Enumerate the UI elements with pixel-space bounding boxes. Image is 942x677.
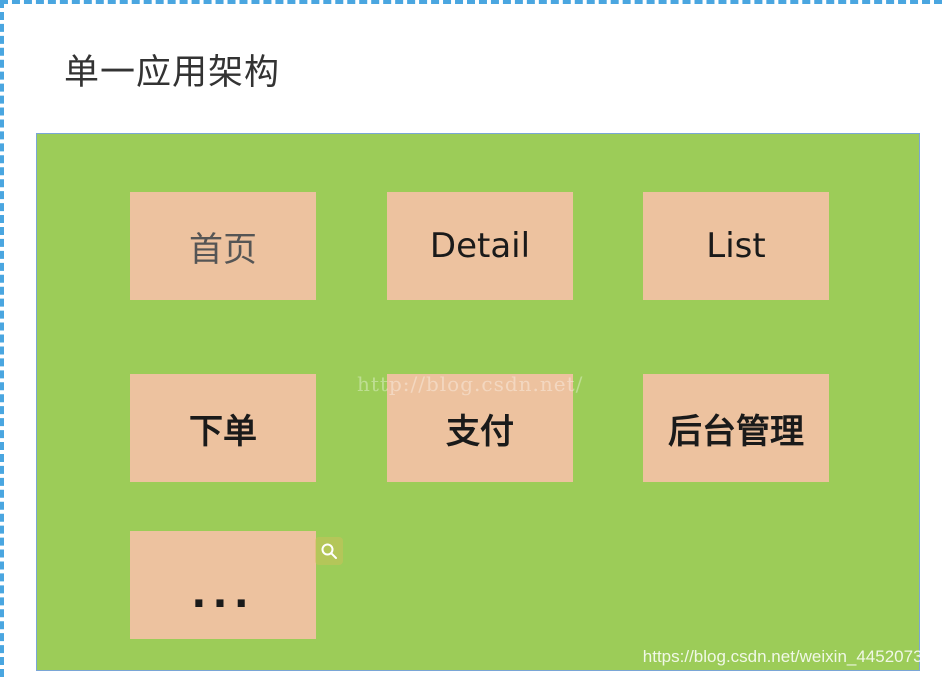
watermark-corner: https://blog.csdn.net/weixin_44520739 [642, 647, 932, 666]
module-order: 下单 [130, 374, 316, 482]
module-admin-label: 后台管理 [668, 411, 804, 452]
single-app-container: 首页 Detail List 下单 支付 后台管理 ... http://blo… [36, 133, 920, 671]
module-pay: 支付 [387, 374, 573, 482]
module-home-label: 首页 [189, 229, 257, 270]
module-order-label: 下单 [189, 411, 257, 452]
module-more: ... [130, 531, 316, 639]
module-detail: Detail [387, 192, 573, 300]
module-list: List [643, 192, 829, 300]
watermark-center: http://blog.csdn.net/ [357, 372, 584, 396]
diagram-title: 单一应用架构 [64, 53, 281, 93]
dashed-border-top [0, 0, 942, 4]
module-more-label: ... [191, 571, 255, 617]
dashed-border-left [0, 0, 4, 677]
module-home: 首页 [130, 192, 316, 300]
module-detail-label: Detail [429, 226, 531, 266]
module-list-label: List [706, 226, 766, 266]
module-pay-label: 支付 [446, 411, 514, 452]
magnifier-icon[interactable] [315, 537, 343, 565]
module-admin: 后台管理 [643, 374, 829, 482]
